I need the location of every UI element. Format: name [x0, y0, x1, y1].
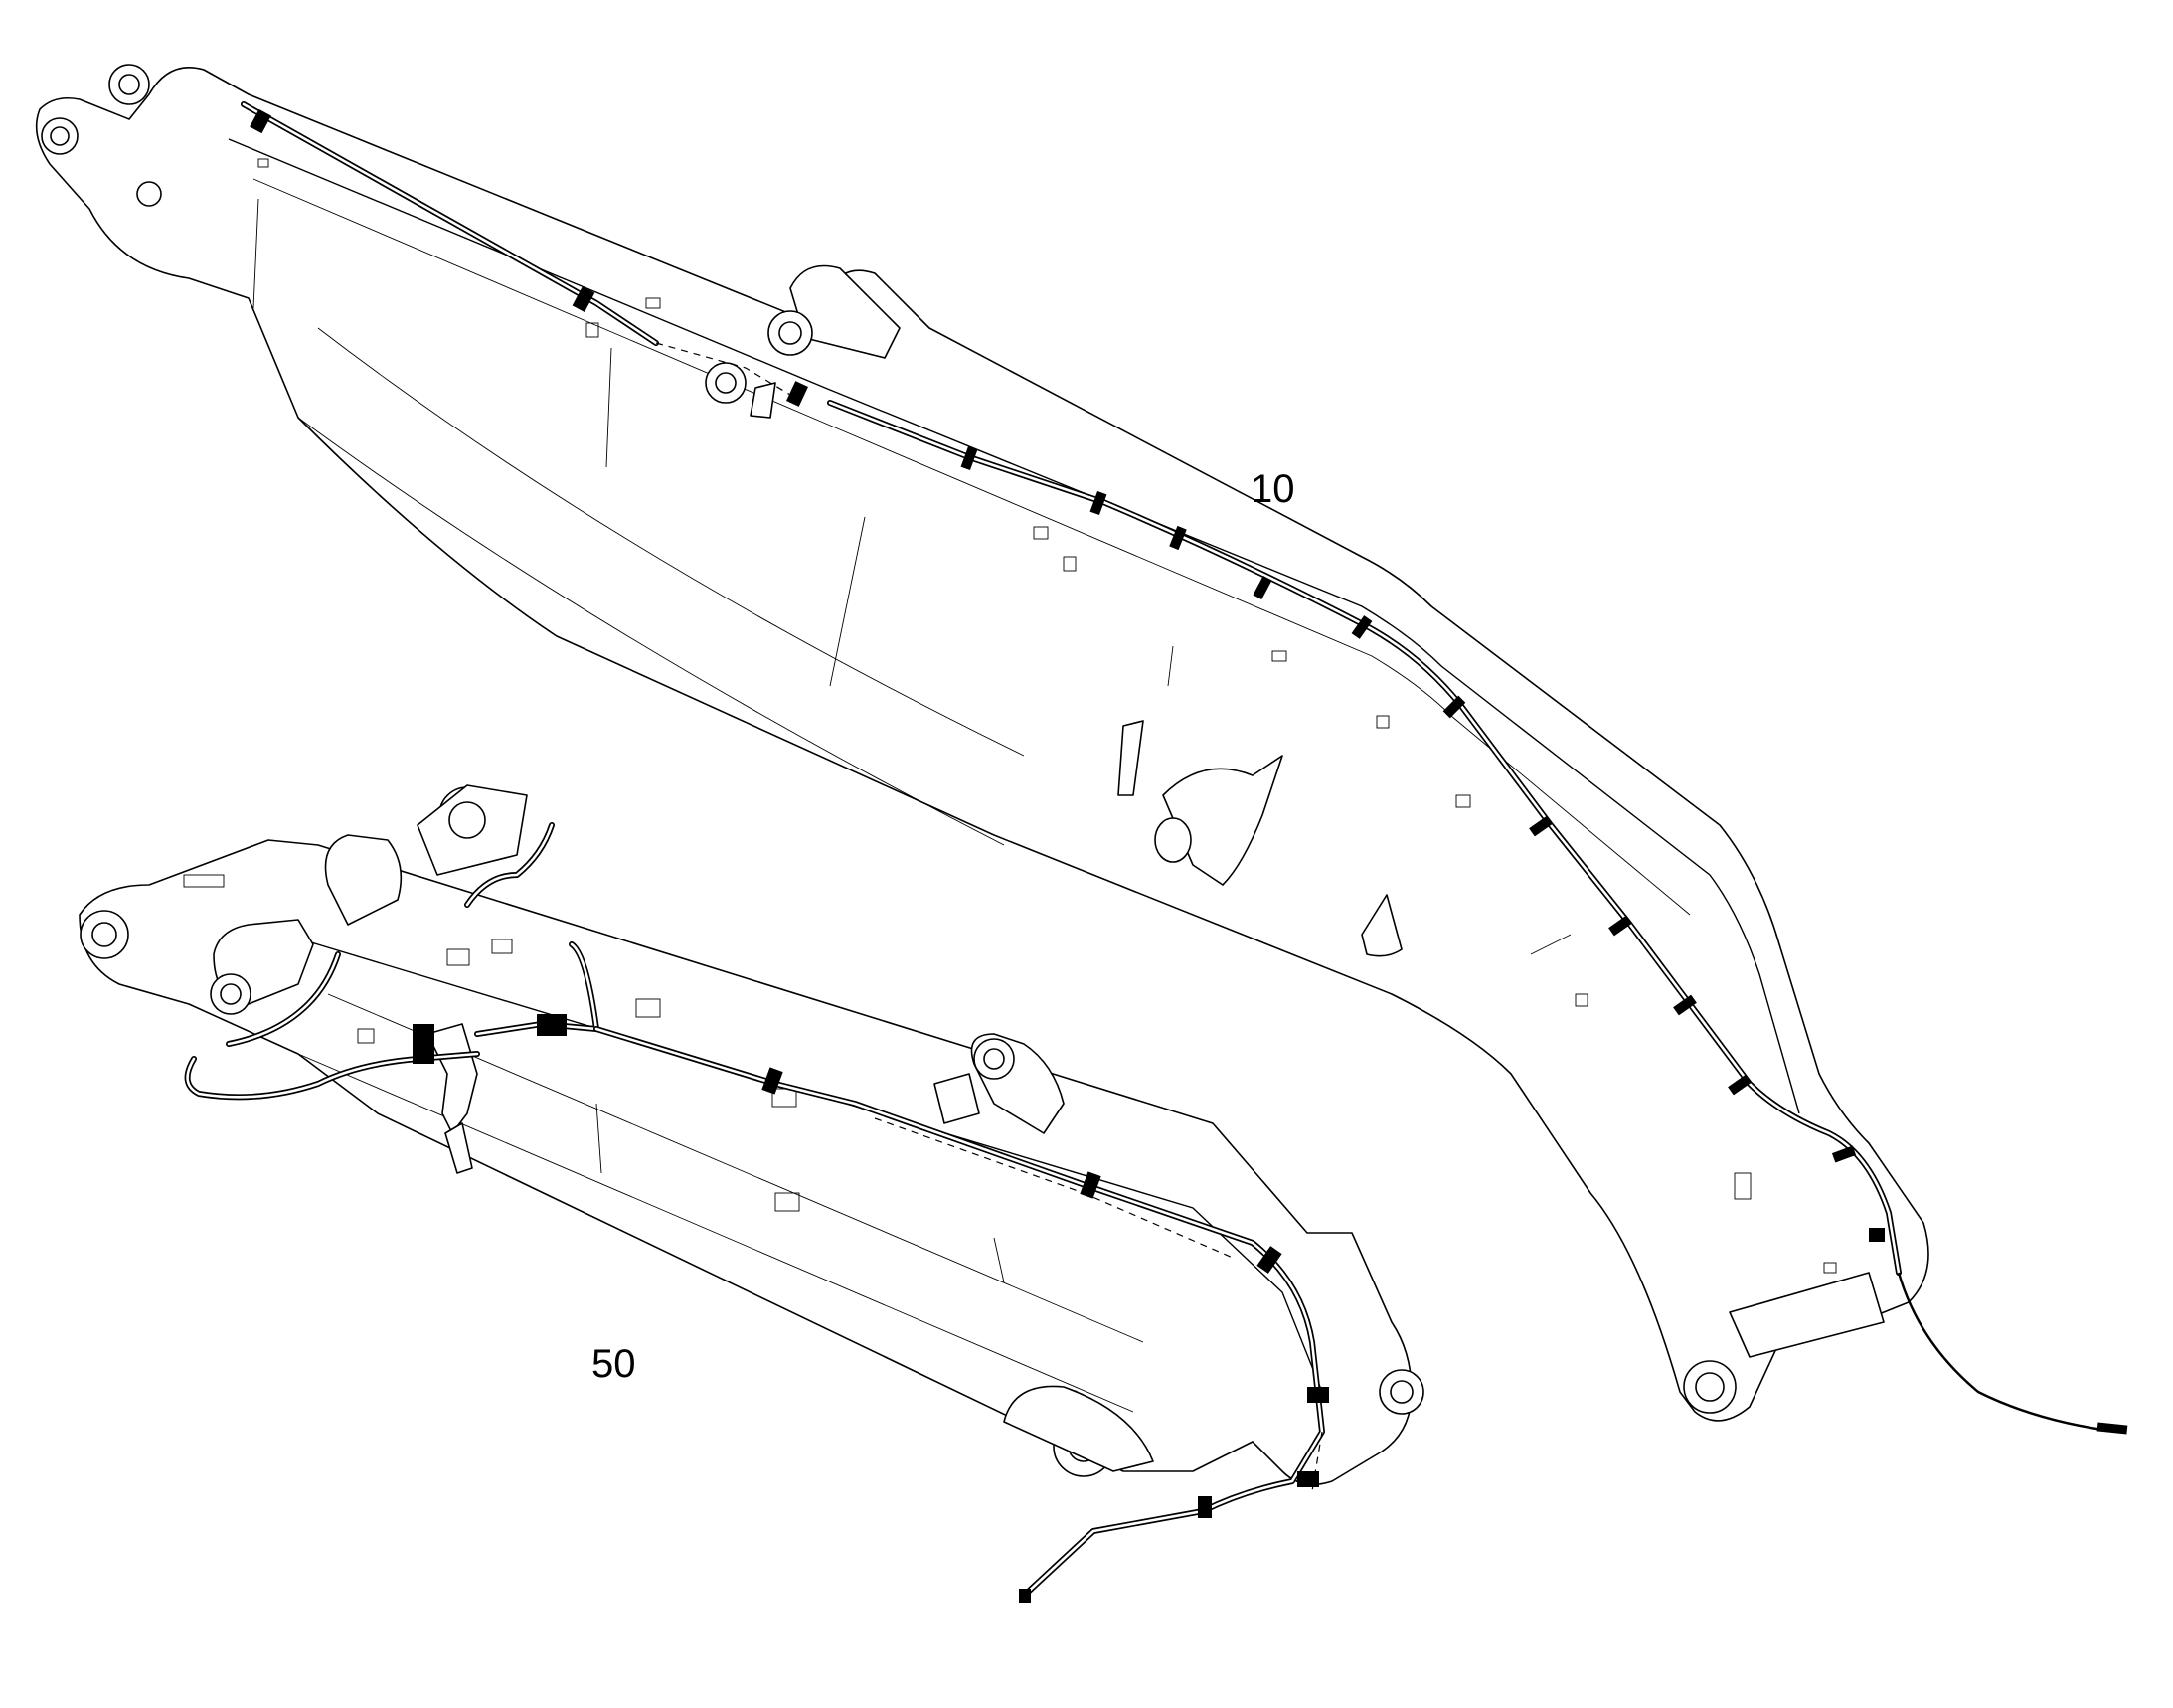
callout-boom-number: 10	[1251, 467, 1295, 511]
callout-arm-number: 50	[591, 1342, 636, 1386]
boom-drawing	[35, 64, 1929, 1422]
boom-hose	[241, 101, 2128, 1435]
arm-hose	[184, 822, 1329, 1603]
arm-drawing	[79, 784, 1424, 1486]
